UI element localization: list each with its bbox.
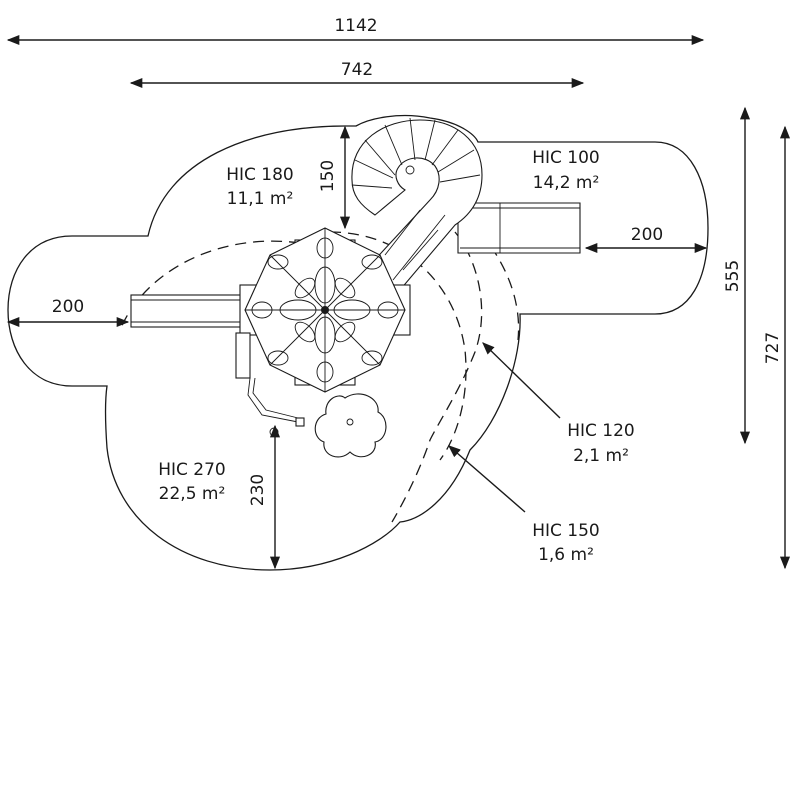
zone-hic-150-label: HIC 150 [532, 521, 600, 541]
dim-left-clearance: 200 [52, 297, 84, 317]
dim-platform-width: 742 [341, 60, 373, 80]
zone-hic-270-label: HIC 270 [158, 460, 226, 480]
spiral-tube-slide [351, 117, 483, 291]
zone-hic-100-label: HIC 100 [532, 148, 600, 168]
zone-hic-270-area: 22,5 m² [159, 484, 226, 504]
safety-zone-outline [7, 114, 709, 571]
tree-tower [239, 227, 411, 393]
dim-top-offset: 150 [318, 160, 338, 192]
dim-right-clearance: 200 [631, 225, 663, 245]
dim-overall-width: 1142 [334, 16, 377, 36]
right-slide [457, 202, 581, 254]
dim-bottom-offset: 230 [248, 474, 268, 506]
zone-hic-180-label: HIC 180 [226, 165, 294, 185]
dimension-lines [6, 34, 791, 570]
dim-depth-inner: 555 [723, 260, 743, 292]
hic-150-zone-boundary [391, 231, 483, 523]
flower-feature [314, 393, 387, 458]
inner-dashed-circle [329, 231, 467, 461]
left-slide [130, 294, 242, 328]
climbing-ladder [235, 332, 305, 437]
zone-hic-120-label: HIC 120 [567, 421, 635, 441]
zone-hic-120-area: 2,1 m² [573, 446, 629, 466]
zone-hic-150-area: 1,6 m² [538, 545, 594, 565]
dim-depth-outer: 727 [763, 332, 783, 364]
hic-120-zone-boundary [479, 231, 520, 341]
zone-hic-180-area: 11,1 m² [227, 189, 294, 209]
zone-hic-100-area: 14,2 m² [533, 173, 600, 193]
